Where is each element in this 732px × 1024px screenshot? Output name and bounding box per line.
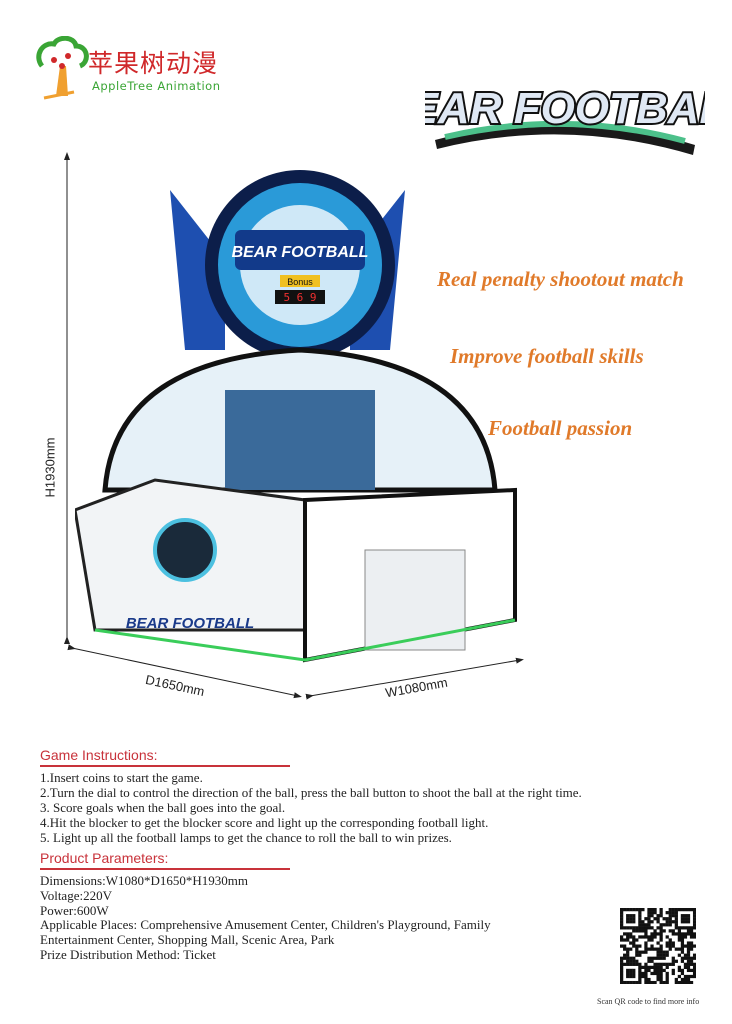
- tagline: Improve football skills: [450, 344, 644, 368]
- bear-football-logo: BEAR FOOTBALL: [425, 82, 705, 155]
- parameter-item: Power:600W: [40, 903, 109, 918]
- parameter-item: Voltage:220V: [40, 888, 112, 903]
- parameter-item: Entertainment Center, Shopping Mall, Sce…: [40, 932, 335, 947]
- brand-name-en: AppleTree Animation: [92, 79, 221, 93]
- qr-caption: Scan QR code to find more info: [597, 997, 700, 1006]
- instruction-item: 4.Hit the blocker to get the blocker sco…: [40, 815, 489, 830]
- machine-sign: BEAR FOOTBALL: [232, 244, 369, 261]
- qr-code-icon[interactable]: [620, 908, 696, 984]
- instruction-item: 5. Light up all the football lamps to ge…: [40, 830, 452, 845]
- tagline: Real penalty shootout match: [437, 267, 684, 291]
- parameters-divider: [40, 868, 290, 870]
- parameter-item: Prize Distribution Method: Ticket: [40, 947, 216, 962]
- parameter-item: Dimensions:W1080*D1650*H1930mm: [40, 873, 248, 888]
- instructions-divider: [40, 765, 290, 767]
- machine-front-sign: BEAR FOOTBALL: [126, 615, 254, 632]
- apple-tree-logo-icon: [36, 36, 89, 100]
- instructions-title: Game Instructions:: [40, 747, 158, 763]
- parameters-title: Product Parameters:: [40, 850, 169, 866]
- instruction-item: 1.Insert coins to start the game.: [40, 770, 203, 785]
- instruction-item: 3. Score goals when the ball goes into t…: [40, 800, 286, 815]
- tagline: Football passion: [488, 416, 633, 440]
- arcade-machine-image: BEAR FOOTBALL Bonus 5 6 9 BEAR FOOTBALL: [75, 170, 517, 663]
- brand-name-cn: 苹果树动漫: [88, 49, 219, 78]
- instruction-item: 2.Turn the dial to control the direction…: [40, 785, 582, 800]
- bonus-label: Bonus: [287, 277, 313, 287]
- dimension-lines: [64, 152, 524, 700]
- product-logo-text: BEAR FOOTBALL: [425, 84, 705, 133]
- parameter-item: Applicable Places: Comprehensive Amuseme…: [40, 917, 491, 932]
- score-display: 5 6 9: [283, 291, 316, 304]
- height-label: H1930mm: [42, 437, 58, 498]
